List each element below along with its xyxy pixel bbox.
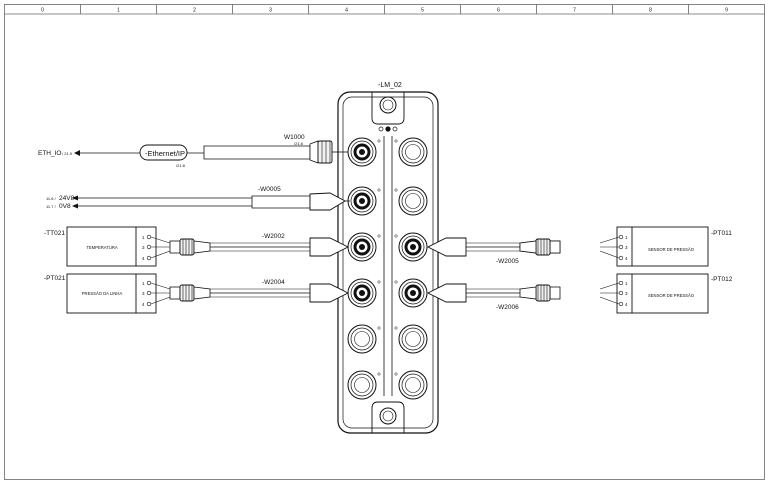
module-port	[394, 278, 428, 308]
column-number: 3	[269, 8, 272, 14]
pin-3: 3	[625, 245, 628, 250]
device-tag: -PT011	[711, 230, 732, 237]
column-number: 0	[41, 8, 44, 14]
module-port	[347, 324, 381, 354]
pin-1: 1	[142, 235, 145, 240]
module-port	[394, 370, 428, 400]
device-name: TEMPERATURA	[86, 245, 118, 250]
power-line2-label: 0V8	[59, 203, 71, 210]
module-port	[394, 324, 428, 354]
eth-signal-ref: / 21.9	[62, 151, 73, 156]
column-number: 8	[649, 8, 652, 14]
pin-4: 4	[142, 302, 145, 307]
pin-1: 1	[625, 235, 628, 240]
column-number: 2	[193, 8, 196, 14]
column-number: 6	[497, 8, 500, 14]
device-tag: -TT021	[44, 230, 65, 237]
module-port	[347, 186, 381, 216]
power-line2-ref: 11.7 /	[46, 204, 57, 209]
ethernet-link: ETH_IO / 21.9 -Ethernet/IP /21.8 W1000 /…	[38, 134, 348, 168]
module-port	[394, 186, 428, 216]
pin-3: 3	[625, 291, 628, 296]
device-cable: -W2005	[496, 258, 519, 265]
eth-signal: ETH_IO	[38, 150, 61, 157]
column-number: 7	[573, 8, 576, 14]
column-header: 0 1 2 3 4 5 6 7 8 9	[41, 4, 728, 14]
power-line1-ref: 11.6 /	[46, 196, 57, 201]
device-name: SENSOR DE PRESSÃO	[648, 247, 695, 252]
column-number: 5	[421, 8, 424, 14]
device-tag: -PT021	[44, 275, 66, 282]
pin-3: 3	[142, 291, 145, 296]
device-cable: -W2006	[496, 304, 519, 311]
device-tag: -PT012	[711, 276, 733, 283]
device-cable: -W2004	[262, 279, 285, 286]
module-port	[347, 370, 381, 400]
device-name: SENSOR DE PRESSÃO	[648, 293, 695, 298]
module-port	[394, 137, 428, 167]
device-tt021: -TT021 TEMPERATURA 1 3 4 -W2002	[44, 226, 350, 267]
device-pt021: -PT021 PRESSÃO DA LINHA 1 3 4 -W2004	[44, 273, 350, 314]
device-pt012: -W2006 1 3 4 SENSOR DE PRESSÃO -PT012	[426, 273, 733, 314]
power-cable: -W0005	[258, 186, 281, 193]
module-port	[347, 137, 381, 167]
module-tag: -LM_02	[378, 82, 402, 89]
pin-1: 1	[625, 281, 628, 286]
device-name: PRESSÃO DA LINHA	[82, 291, 123, 296]
eth-cable: W1000	[284, 134, 305, 141]
eth-protocol-ref: /21.8	[176, 163, 186, 168]
io-module: -LM_02	[337, 82, 439, 434]
pin-1: 1	[142, 281, 145, 286]
eth-cable-ref: /21.8	[294, 141, 304, 146]
device-pt011: -W2005 1 3 4 SENSOR DE PRESSÃO -PT011	[426, 226, 732, 267]
eth-protocol: -Ethernet/IP	[145, 149, 185, 158]
column-number: 4	[345, 8, 348, 14]
pin-4: 4	[625, 302, 628, 307]
power-line1-label: 24V8	[59, 195, 75, 202]
power-feed: 11.6 / 24V8 11.7 / 0V8 -W0005	[46, 186, 350, 211]
column-number: 1	[117, 8, 120, 14]
column-number: 9	[725, 8, 728, 14]
pin-4: 4	[142, 256, 145, 261]
pin-4: 4	[625, 256, 628, 261]
ethernet-ip-badge	[139, 144, 188, 161]
pin-3: 3	[142, 245, 145, 250]
device-cable: -W2002	[262, 233, 285, 240]
